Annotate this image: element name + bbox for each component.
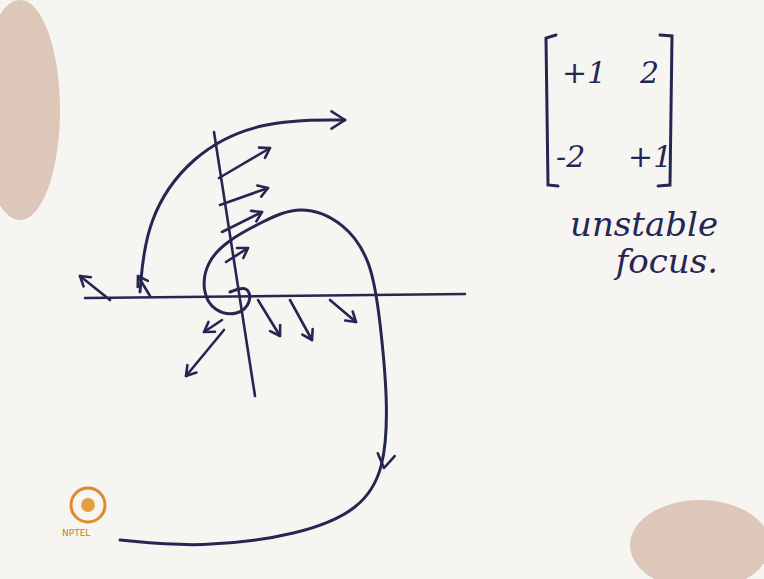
arrowhead bbox=[302, 329, 312, 340]
vector-arrow bbox=[226, 248, 248, 262]
y-axis bbox=[214, 132, 255, 396]
hand bbox=[0, 0, 60, 220]
vector-arrow bbox=[80, 276, 110, 300]
vector-arrow bbox=[138, 276, 150, 296]
logo bbox=[81, 498, 95, 512]
watermark: NPTEL bbox=[62, 529, 122, 539]
arrowhead bbox=[270, 325, 280, 336]
arrowhead bbox=[345, 312, 356, 322]
vector-arrow bbox=[330, 300, 356, 322]
trajectory bbox=[120, 210, 386, 545]
arrowhead bbox=[138, 276, 148, 287]
vector-arrow bbox=[258, 300, 280, 336]
trajectory bbox=[140, 120, 345, 292]
vector-arrow bbox=[204, 320, 222, 332]
arrowhead bbox=[237, 248, 248, 258]
logo bbox=[71, 488, 105, 522]
matrix-entry: +1 bbox=[562, 56, 632, 89]
arrowhead bbox=[378, 453, 395, 468]
matrix-entry: +1 bbox=[628, 140, 678, 173]
arrowhead bbox=[80, 276, 91, 286]
arrowhead bbox=[204, 322, 215, 332]
matrix-entry: 2 bbox=[640, 56, 670, 89]
arrowhead bbox=[186, 365, 196, 376]
arrowhead bbox=[331, 111, 345, 128]
arrowhead bbox=[251, 211, 262, 222]
arrowhead bbox=[257, 186, 268, 197]
matrix-entry: -2 bbox=[556, 140, 626, 173]
x-axis bbox=[85, 294, 465, 298]
vector-arrow bbox=[219, 148, 270, 178]
arrowhead bbox=[259, 148, 270, 158]
vector-arrow bbox=[290, 300, 312, 340]
vector-arrow bbox=[186, 330, 224, 376]
hand bbox=[630, 500, 764, 579]
note: unstable focus. bbox=[548, 206, 718, 281]
